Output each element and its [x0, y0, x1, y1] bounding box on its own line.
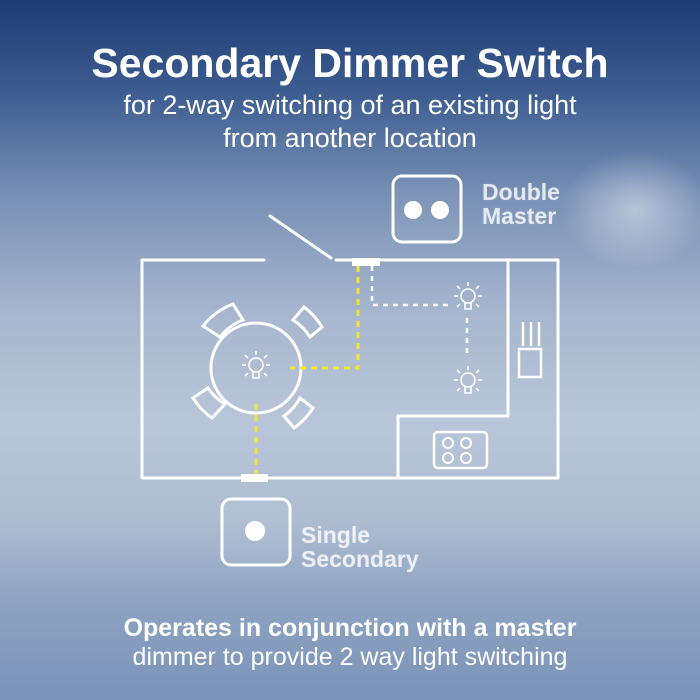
secondary-wiring — [254, 266, 360, 474]
subtitle-line-1: for 2-way switching of an existing light — [123, 90, 577, 120]
hob-icon — [432, 430, 489, 470]
door-swing — [268, 214, 333, 260]
secondary-label-line-2: Secondary — [301, 546, 419, 572]
footer-line-2: dimmer to provide 2 way light switching — [132, 643, 568, 671]
secondary-label-line-1: Single — [301, 522, 371, 548]
master-switch-plate — [352, 258, 380, 266]
light-bulb-icon — [242, 351, 270, 379]
master-label-line-2: Master — [482, 203, 557, 229]
header: Secondary Dimmer Switch for 2-way switch… — [0, 38, 700, 154]
master-wiring — [370, 266, 469, 358]
footer: Operates in conjunction with a master di… — [0, 613, 700, 671]
double-master-label: Double Master — [482, 180, 560, 228]
light-bulb-icon — [454, 366, 482, 394]
chair-bottom-right — [281, 395, 315, 431]
page-title: Secondary Dimmer Switch — [91, 40, 609, 86]
radiator-icon — [517, 322, 543, 379]
secondary-switch-plate — [241, 474, 268, 482]
chair-top-left — [200, 302, 246, 340]
table-top — [209, 321, 303, 415]
single-secondary-label: Single Secondary — [301, 523, 419, 571]
double-switch-icon — [391, 174, 463, 244]
room-wall — [140, 258, 560, 480]
master-label-line-1: Double — [482, 179, 560, 205]
subtitle-line-2: from another location — [223, 123, 477, 153]
single-switch-icon — [220, 497, 292, 567]
chair-top-right — [290, 304, 324, 340]
light-bulb-icon — [454, 282, 482, 310]
chair-bottom-left — [190, 385, 228, 420]
footer-line-1: Operates in conjunction with a master — [123, 614, 577, 642]
